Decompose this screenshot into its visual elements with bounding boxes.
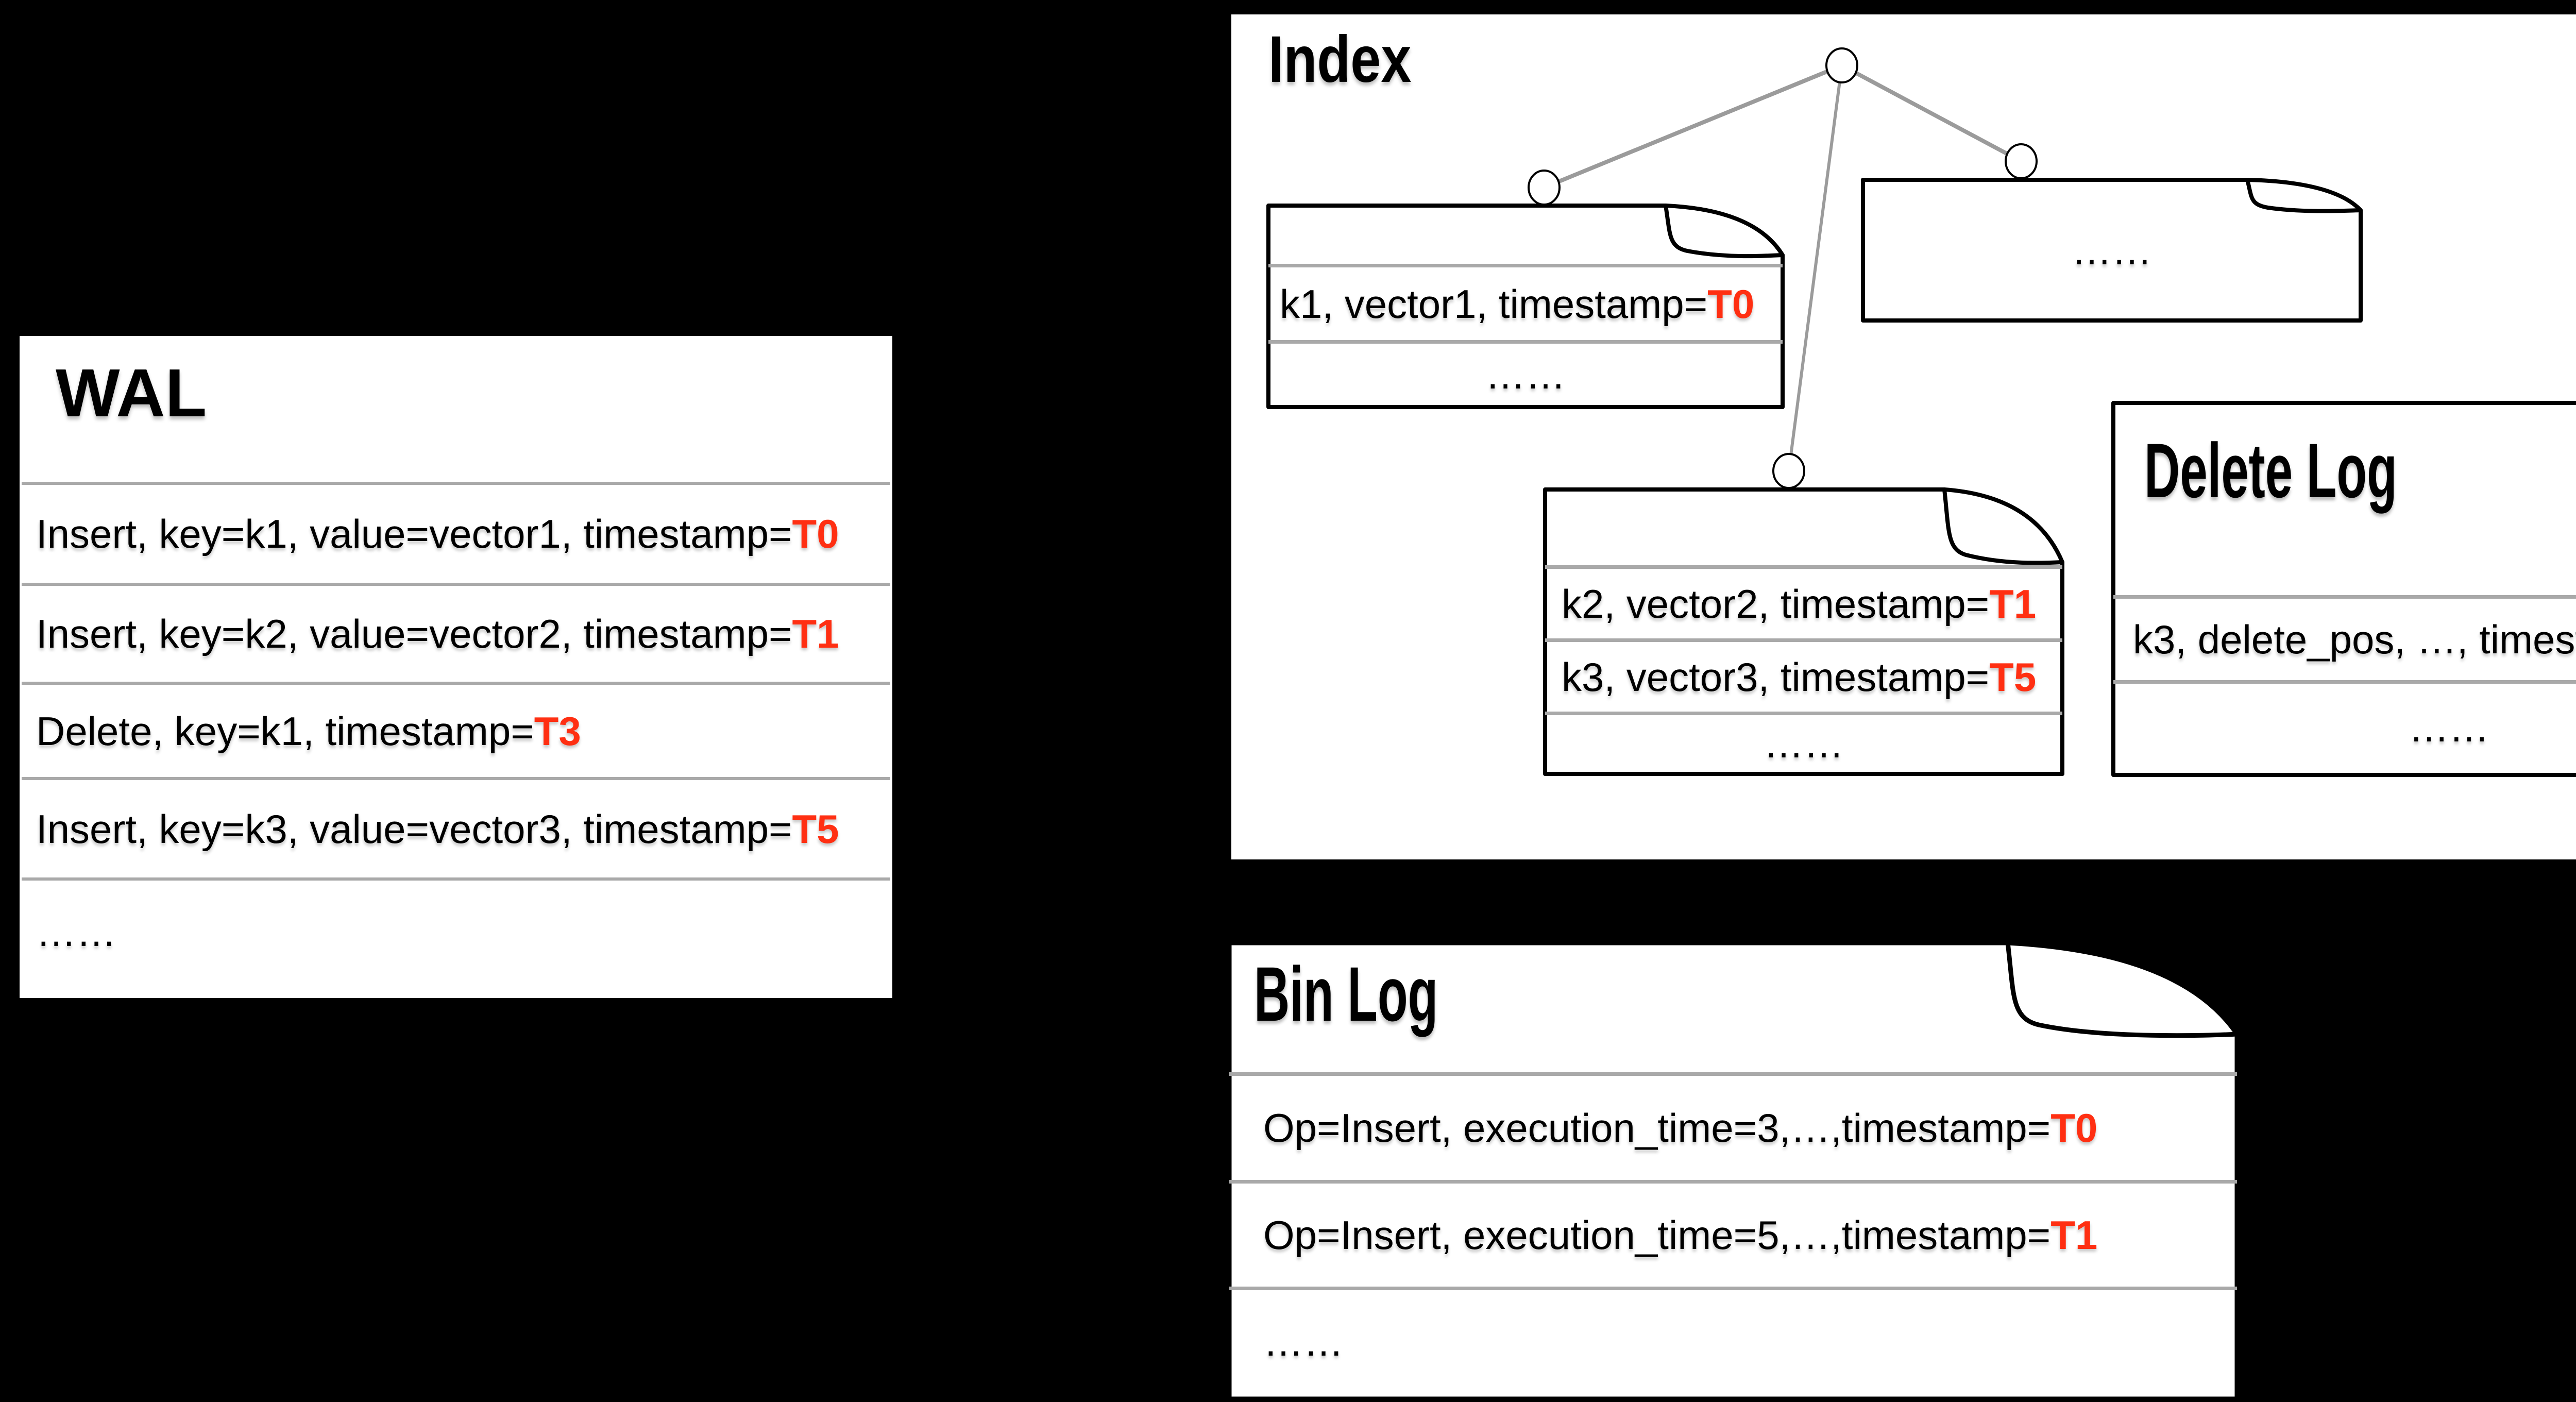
timestamp-value: T5 <box>792 806 839 852</box>
ellipsis-row: …… <box>1861 178 2363 323</box>
row-divider <box>22 877 890 881</box>
entry-text: Op=Insert, execution_time=5,…,timestamp=… <box>1263 1212 2098 1258</box>
file-outline <box>1227 940 2240 1401</box>
tree-edge <box>1543 63 1843 190</box>
entry-text: Insert, key=k1, value=vector1, timestamp… <box>36 511 839 556</box>
timestamp-value: T0 <box>1707 281 1755 327</box>
entry-text: …… <box>1263 1319 1344 1364</box>
index-panel: Index k1, vector1, timestamp=T0 …… <box>1231 14 2576 859</box>
row-divider <box>1229 1287 2237 1290</box>
row-divider <box>1268 340 1783 344</box>
entry-text: k2, vector2, timestamp=T1 <box>1562 581 2037 627</box>
row-divider <box>1545 565 2062 569</box>
timestamp-value: T5 <box>1989 654 2037 700</box>
bin-log-entry: Op=Insert, execution_time=5,…,timestamp=… <box>1227 1184 2239 1287</box>
row-divider <box>1545 638 2062 642</box>
ellipsis-row: …… <box>1543 715 2064 772</box>
entry-text: …… <box>1485 352 1566 397</box>
row-divider <box>2113 595 2576 599</box>
file-outline <box>1861 178 2363 323</box>
timestamp-value: T3 <box>534 708 581 754</box>
folded-corner-icon <box>1942 487 2064 565</box>
ellipsis-row: …… <box>2111 684 2576 771</box>
entry-text: Insert, key=k3, value=vector3, timestamp… <box>36 806 839 852</box>
tree-node-circle <box>1772 453 1805 489</box>
tree-node-circle <box>2005 143 2038 179</box>
entry-text: Op=Insert, execution_time=3,…,timestamp=… <box>1263 1105 2098 1151</box>
index-title: Index <box>1268 23 1412 96</box>
row-divider <box>22 482 890 485</box>
bin-log-entry: Op=Insert, execution_time=3,…,timestamp=… <box>1227 1076 2239 1180</box>
tree-edge <box>1787 65 1843 471</box>
index-segment-file-k2k3: k2, vector2, timestamp=T1 k3, vector3, t… <box>1543 487 2064 776</box>
wal-box: WAL Insert, key=k1, value=vector1, times… <box>18 334 894 1000</box>
segment-entry: k3, vector3, timestamp=T5 <box>1543 642 2064 712</box>
folded-corner-icon <box>2005 940 2240 1038</box>
row-divider <box>2113 680 2576 684</box>
row-divider <box>22 583 890 586</box>
wal-log-entry: …… <box>20 881 892 984</box>
file-outline <box>1266 204 1785 409</box>
row-divider <box>22 777 890 780</box>
row-divider <box>22 682 890 685</box>
ellipsis-row: …… <box>1266 344 1785 406</box>
entry-text: …… <box>2072 227 2152 273</box>
timestamp-value: T0 <box>2050 1105 2098 1151</box>
folded-corner-icon <box>2245 178 2363 213</box>
wal-log-entry: Insert, key=k1, value=vector1, timestamp… <box>20 485 892 583</box>
delete-log-file: Delete Log k3, delete_pos, …, timestamp=… <box>2111 401 2576 777</box>
bin-log-file: Bin Log Op=Insert, execution_time=3,…,ti… <box>1227 940 2240 1401</box>
row-divider <box>1268 264 1783 267</box>
bin-log-title: Bin Log <box>1254 951 1438 1037</box>
index-segment-file-placeholder: …… <box>1861 178 2363 323</box>
timestamp-value: T1 <box>2050 1212 2098 1258</box>
file-body <box>1227 940 2240 1401</box>
entry-text: k3, vector3, timestamp=T5 <box>1562 654 2037 700</box>
entry-text: k1, vector1, timestamp=T0 <box>1280 281 1755 327</box>
segment-entry: k1, vector1, timestamp=T0 <box>1266 267 1785 340</box>
row-divider <box>1229 1180 2237 1184</box>
ellipsis-row: …… <box>1227 1290 2239 1393</box>
entry-text: k3, delete_pos, …, timestamp=T3 <box>2133 617 2576 662</box>
entry-text: Delete, key=k1, timestamp=T3 <box>36 708 581 754</box>
timestamp-value: T1 <box>1989 581 2037 627</box>
delete-log-title: Delete Log <box>2144 427 2397 514</box>
wal-log-entry: Insert, key=k2, value=vector2, timestamp… <box>20 586 892 682</box>
entry-text: …… <box>36 909 116 955</box>
entry-text: Insert, key=k2, value=vector2, timestamp… <box>36 611 839 656</box>
wal-log-entry: Delete, key=k1, timestamp=T3 <box>20 685 892 777</box>
timestamp-value: T0 <box>792 511 839 556</box>
wal-title: WAL <box>56 355 207 431</box>
tree-node-circle <box>1825 47 1858 83</box>
row-divider <box>1545 712 2062 715</box>
wal-log-entry: Insert, key=k3, value=vector3, timestamp… <box>20 780 892 877</box>
tree-edge <box>1841 63 2022 163</box>
index-segment-file-k1: k1, vector1, timestamp=T0 …… <box>1266 204 1785 409</box>
folded-corner-icon <box>1664 204 1785 259</box>
tree-node-circle <box>1528 170 1561 206</box>
row-divider <box>1229 1072 2237 1076</box>
file-outline <box>1543 487 2064 776</box>
delete-log-entry: k3, delete_pos, …, timestamp=T3 <box>2111 599 2576 680</box>
entry-text: …… <box>2409 705 2489 750</box>
segment-entry: k2, vector2, timestamp=T1 <box>1543 569 2064 638</box>
timestamp-value: T1 <box>792 611 839 656</box>
entry-text: …… <box>1764 721 1844 766</box>
